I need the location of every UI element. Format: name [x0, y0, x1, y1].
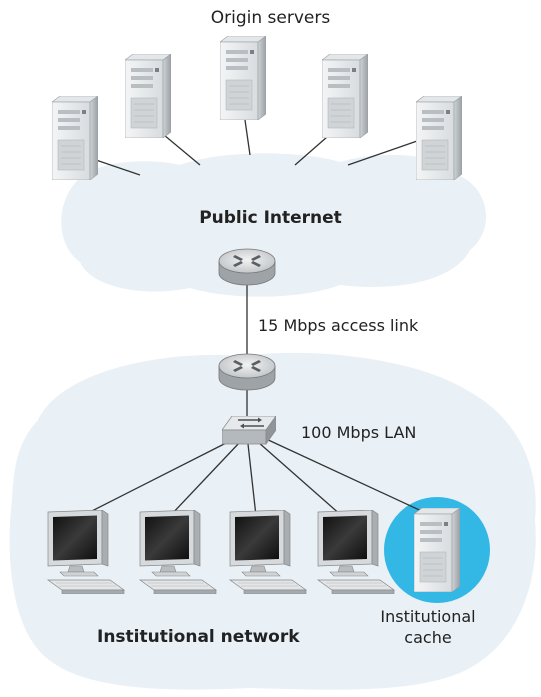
link-server-3 — [244, 119, 251, 156]
server-icon — [125, 54, 171, 138]
network-links — [81, 119, 429, 517]
server-icon — [52, 96, 98, 180]
link-switch-pc-4 — [257, 441, 343, 517]
server-icon — [322, 54, 368, 138]
institutional-network-label: Institutional network — [97, 627, 300, 647]
router-icon — [218, 248, 276, 286]
router-icon — [218, 353, 276, 391]
server-icon — [416, 96, 462, 180]
link-switch-cache — [263, 437, 429, 515]
cache-server-icon — [414, 508, 460, 592]
link-switch-pc-1 — [81, 439, 233, 517]
link-server-5 — [347, 139, 421, 166]
public-internet-cloud — [61, 153, 487, 297]
public-internet-label: Public Internet — [199, 208, 342, 228]
server-icon — [220, 36, 266, 120]
access-link-label: 15 Mbps access link — [258, 316, 419, 335]
link-switch-pc-3 — [247, 443, 257, 517]
link-switch-pc-2 — [169, 441, 241, 517]
institutional-cache-label: Institutional cache — [380, 607, 476, 647]
origin-servers-label: Origin servers — [210, 8, 331, 28]
lan-label: 100 Mbps LAN — [301, 423, 417, 442]
switch-icon — [222, 416, 276, 445]
link-server-1 — [95, 159, 141, 176]
